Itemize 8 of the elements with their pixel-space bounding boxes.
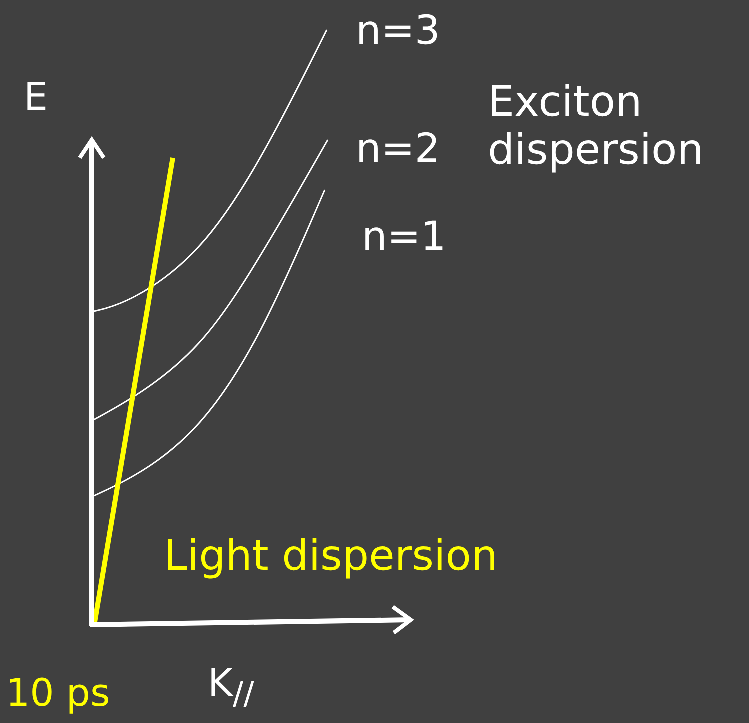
curve-label: Light dispersion	[164, 532, 498, 580]
level-label: n=2	[356, 126, 440, 172]
axis-label: K$_{//}$	[208, 662, 254, 714]
level-label: n=3	[356, 8, 440, 54]
curve-label: Exciton dispersion	[488, 78, 705, 175]
time-label: 10 ps	[6, 672, 110, 716]
level-label: n=1	[362, 214, 446, 260]
axis-label: E	[24, 76, 48, 120]
